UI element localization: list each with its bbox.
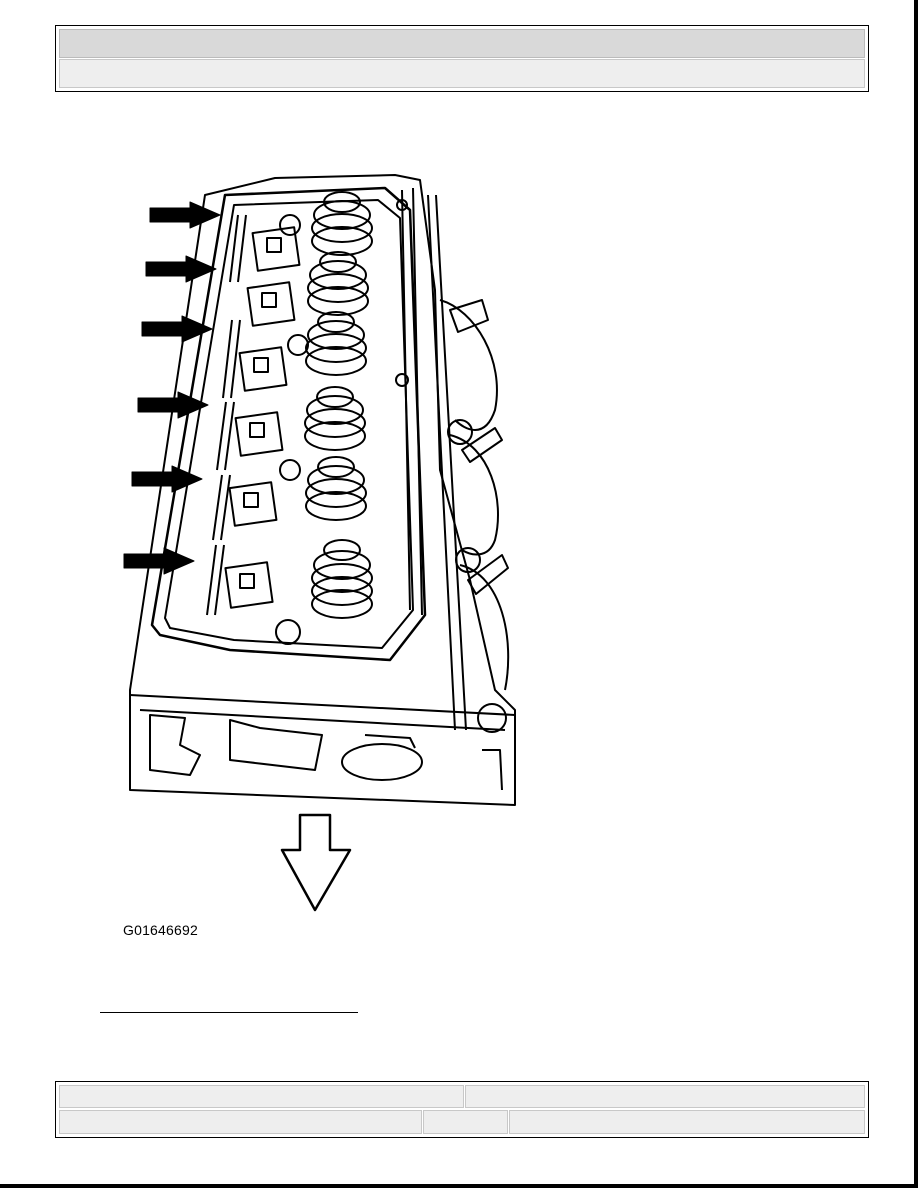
indicator-arrows: [123, 201, 221, 575]
footer-mid-bottom: [423, 1110, 508, 1134]
arrow-6: [123, 547, 195, 575]
spark-plugs: [439, 299, 510, 733]
header-box: [55, 25, 869, 92]
gasket-rail: [150, 186, 427, 662]
head-outline: [129, 174, 516, 806]
arrow-5: [131, 465, 203, 493]
rocker-arms: [224, 226, 301, 609]
header-subtitle-bar: [59, 59, 865, 88]
figure-code: G01646692: [123, 922, 198, 938]
pushrods: [206, 214, 247, 616]
arrow-3: [141, 315, 213, 343]
header-title-bar: [59, 29, 865, 58]
section-rule: [100, 1012, 358, 1013]
footer-box: [55, 1081, 869, 1138]
side-rail: [401, 187, 467, 731]
ports: [149, 714, 503, 791]
footer-left-top: [59, 1085, 464, 1108]
valve-springs: [304, 191, 373, 619]
cylinder-head-illustration: [123, 174, 516, 912]
deck-face: [129, 694, 516, 731]
gasket-rail-inner: [164, 199, 414, 649]
footer-right-top: [465, 1085, 865, 1108]
arrow-4: [137, 391, 209, 419]
arrow-2: [145, 255, 217, 283]
front-direction-arrow: [280, 813, 352, 912]
footer-left-bottom: [59, 1110, 422, 1134]
head-bolts: [275, 199, 409, 645]
arrow-1: [149, 201, 221, 229]
footer-right-bottom: [509, 1110, 865, 1134]
